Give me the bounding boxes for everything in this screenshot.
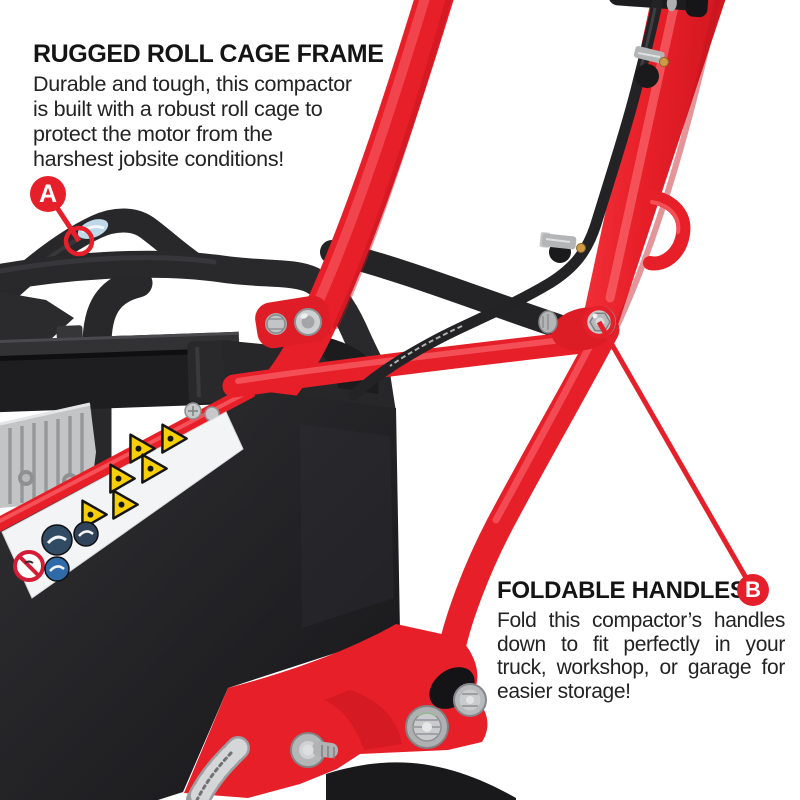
cable-clamp <box>539 232 586 263</box>
feature-a-line: Durable and tough, this compactor <box>33 72 352 96</box>
cable-clamp <box>633 45 669 88</box>
warning-triangle-icon <box>161 423 188 454</box>
warning-sticker <box>1 411 244 599</box>
lower-handle-frame <box>184 316 620 800</box>
feature-b-heading: FOLDABLE HANDLES <box>497 577 746 604</box>
pointer-ring-a <box>63 225 95 257</box>
warning-triangle-icon <box>141 453 168 484</box>
pointer-ring-b <box>582 305 616 339</box>
throttle-cable <box>348 0 709 401</box>
safety-pictogram-icon <box>44 556 70 582</box>
warning-triangle-icon <box>112 489 139 520</box>
storage-hook <box>637 189 691 271</box>
belt-cover-panel <box>0 383 400 800</box>
handle-tube-right <box>538 0 726 351</box>
feature-b-description: Fold this compactor’s handles down to fi… <box>497 609 785 703</box>
safety-pictogram-icon <box>41 524 73 556</box>
feature-a-heading: RUGGED ROLL CAGE FRAME <box>33 40 384 68</box>
mount-bolt <box>405 705 449 749</box>
left-fold-joint <box>255 295 331 349</box>
feature-b-line: Fold this compactor’s handles <box>497 609 785 632</box>
feature-b-line: down to fit perfectly in your <box>497 632 785 656</box>
callout-foldable-handles: FOLDABLE HANDLES Fold this compactor’s h… <box>497 577 785 703</box>
air-filter-box <box>0 325 242 413</box>
warning-triangle-icon <box>109 463 136 494</box>
feature-a-description: Durable and tough, this compactor is bui… <box>33 72 393 172</box>
feature-a-line: harshest jobsite conditions! <box>33 147 284 171</box>
pointer-line-b <box>596 320 756 592</box>
feature-a-line: protect the motor from the <box>33 122 273 146</box>
feature-a-line: is built with a robust roll cage to <box>33 97 323 121</box>
brand-decal <box>77 219 109 239</box>
feature-b-line: easier storage! <box>497 679 631 703</box>
safety-pictogram-icon <box>73 521 99 547</box>
throttle-lever <box>608 0 709 18</box>
marker-b-badge: B <box>737 574 769 606</box>
mount-bolt <box>290 732 339 768</box>
mount-bolt <box>453 683 487 717</box>
marker-a-badge: A <box>30 176 66 212</box>
braided-cable <box>186 736 250 800</box>
feature-b-line: truck, workshop, or garage for <box>497 656 785 679</box>
callout-rugged-roll-cage: RUGGED ROLL CAGE FRAME Durable and tough… <box>33 40 393 172</box>
handle-mount-bracket <box>184 624 488 798</box>
